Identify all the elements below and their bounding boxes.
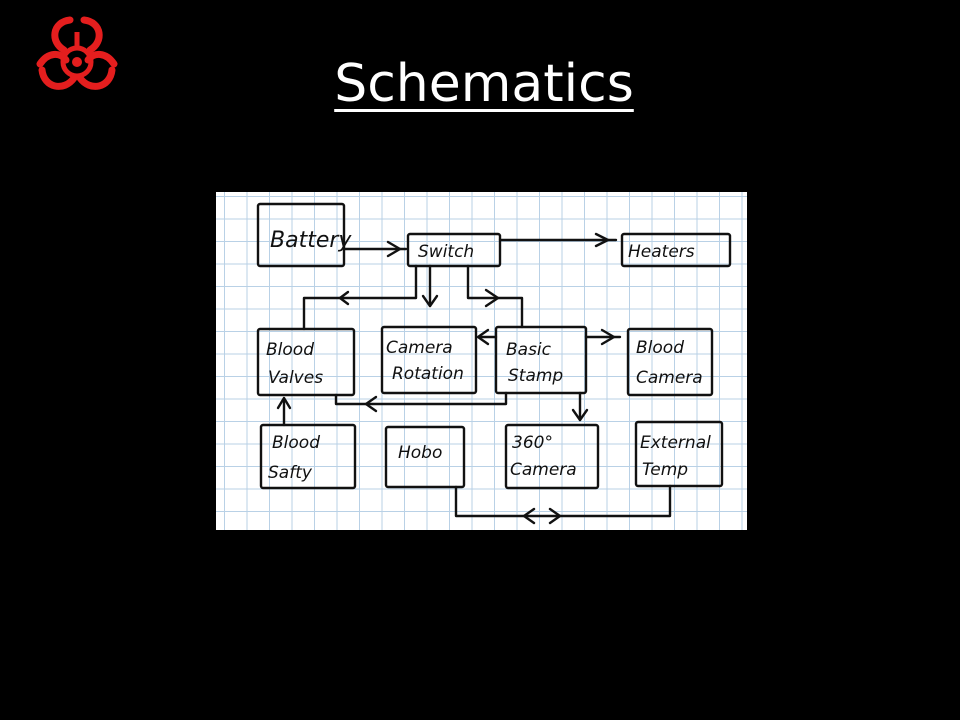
node-camera-rotation — [380, 325, 478, 395]
label-external-temp-2: Temp — [642, 460, 688, 480]
node-blood-safty — [259, 423, 357, 490]
label-blood-safty-1: Blood — [272, 433, 320, 453]
label-battery: Battery — [270, 228, 352, 253]
label-basic-stamp-1: Basic — [506, 340, 552, 360]
label-blood-safty-2: Safty — [268, 463, 313, 483]
edge-stamp-blood-valves — [334, 391, 508, 406]
label-360-camera-1: 360° — [512, 433, 553, 453]
node-basic-stamp — [494, 325, 588, 395]
label-external-temp-1: External — [640, 433, 711, 453]
label-blood-valves-2: Valves — [268, 368, 323, 388]
node-blood-valves — [256, 327, 356, 397]
label-switch: Switch — [418, 242, 474, 262]
label-camera-rotation-2: Rotation — [392, 364, 464, 384]
node-heaters — [620, 232, 732, 268]
label-blood-valves-1: Blood — [266, 340, 314, 360]
label-blood-camera-2: Camera — [636, 368, 703, 388]
edge-switch-basic-stamp — [466, 264, 524, 329]
label-camera-rotation-1: Camera — [386, 338, 453, 358]
node-battery — [256, 202, 346, 268]
node-hobo — [384, 425, 466, 489]
label-heaters: Heaters — [628, 242, 695, 262]
edge-switch-blood-valves — [302, 264, 418, 331]
node-360-camera — [504, 423, 600, 490]
biohazard-icon — [30, 12, 124, 96]
node-switch — [406, 232, 502, 268]
label-blood-camera-1: Blood — [636, 338, 684, 358]
node-external-temp — [634, 420, 724, 488]
edge-hobo-external-temp — [454, 484, 672, 518]
slide-title: Schematics — [334, 54, 634, 114]
label-hobo: Hobo — [398, 443, 442, 463]
node-blood-camera — [626, 327, 714, 397]
label-basic-stamp-2: Stamp — [508, 366, 563, 386]
schematic-sketch: Battery Switch Heaters Blood Valves Came… — [216, 192, 747, 530]
label-360-camera-2: Camera — [510, 460, 577, 480]
